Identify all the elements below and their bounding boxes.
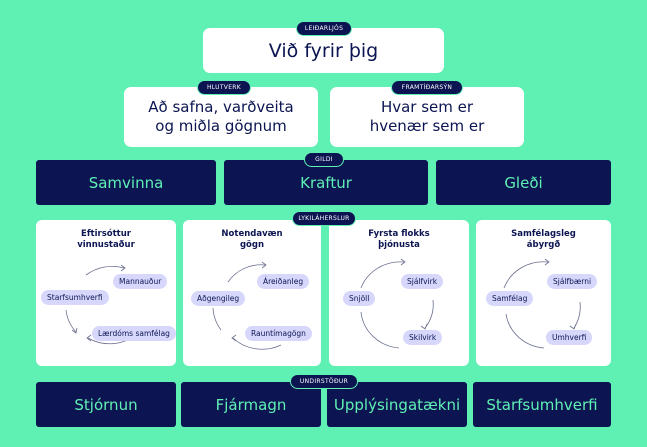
chip-sjalfvirk: Sjálfvirk [401, 274, 444, 289]
chip-snjoll: Snjöll [343, 291, 376, 306]
chip-skilvirk: Skilvirk [403, 330, 443, 345]
card-title: Eftirsóttur vinnustaður [77, 229, 135, 250]
chip-areidanleg: Áreiðanleg [257, 274, 310, 289]
undirstodur-item-upplysingataekni: Upplýsingatækni [327, 382, 467, 427]
hlutverk-label: HLUTVERK [197, 80, 251, 95]
framtidarsyn-text: Hvar sem er hvenær sem er [369, 98, 485, 135]
hlutverk-text: Að safna, varðveita og miðla gögnum [148, 98, 294, 135]
framtidarsyn-label: FRAMTÍÐARSÝN [391, 80, 463, 95]
undirstodur-item-starfsumhverfi: Starfsumhverfi [473, 382, 611, 427]
lykiladherslur-label: LYKILÁHERSLUR [292, 211, 356, 226]
hlutverk-box: Að safna, varðveita og miðla gögnum [124, 87, 318, 147]
chip-adgengileg: Aðgengileg [191, 291, 246, 306]
card-title: Notendavæn gögn [221, 229, 283, 250]
gildi-label: GILDI [304, 152, 344, 167]
leidarljos-label: LEIÐARLJÓS [296, 21, 352, 36]
undirstodur-item-stjornun: Stjórnun [36, 382, 176, 427]
card-title: Samfélagsleg ábyrgð [511, 229, 576, 250]
gildi-item-kraftur: Kraftur [224, 160, 428, 205]
chip-mannaudur: Mannauður [113, 274, 168, 289]
card-title: Fyrsta flokks þjónusta [368, 229, 430, 250]
framtidarsyn-box: Hvar sem er hvenær sem er [330, 87, 524, 147]
chip-rauntimagogn: Rauntímagögn [245, 326, 312, 341]
chip-laerdoms-samfelag: Lærdóms samfélag [92, 326, 176, 341]
card-fyrsta-flokks-thjonusta: Fyrsta flokks þjónusta Sjálfvirk Snjöll … [329, 220, 469, 366]
chip-sjalfbaerni: Sjálfbærni [547, 274, 598, 289]
card-samfelagsleg-abyrgd: Samfélagsleg ábyrgð Sjálfbærni Samfélag … [476, 220, 611, 366]
cycle-arrows-icon [212, 261, 282, 350]
gildi-item-gledi: Gleði [436, 160, 611, 205]
chip-starfsumhverfi: Starfsumhverfi [41, 290, 109, 305]
chip-umhverfi: Umhverfi [546, 330, 593, 345]
cycle-arrows-icon [360, 258, 434, 349]
undirstodur-label: UNDIRSTÖÐUR [290, 374, 358, 389]
cycle-arrows-icon [503, 258, 581, 349]
leidarljos-text: Við fyrir þig [268, 39, 379, 62]
card-notendavaen-gogn: Notendavæn gögn Áreiðanleg Aðgengileg Ra… [183, 220, 321, 366]
chip-samfelag: Samfélag [486, 291, 534, 306]
gildi-item-samvinna: Samvinna [36, 160, 216, 205]
undirstodur-item-fjarmagn: Fjármagn [181, 382, 321, 427]
card-eftirsottur-vinnustadur: Eftirsóttur vinnustaður Mannauður Starfs… [36, 220, 176, 366]
